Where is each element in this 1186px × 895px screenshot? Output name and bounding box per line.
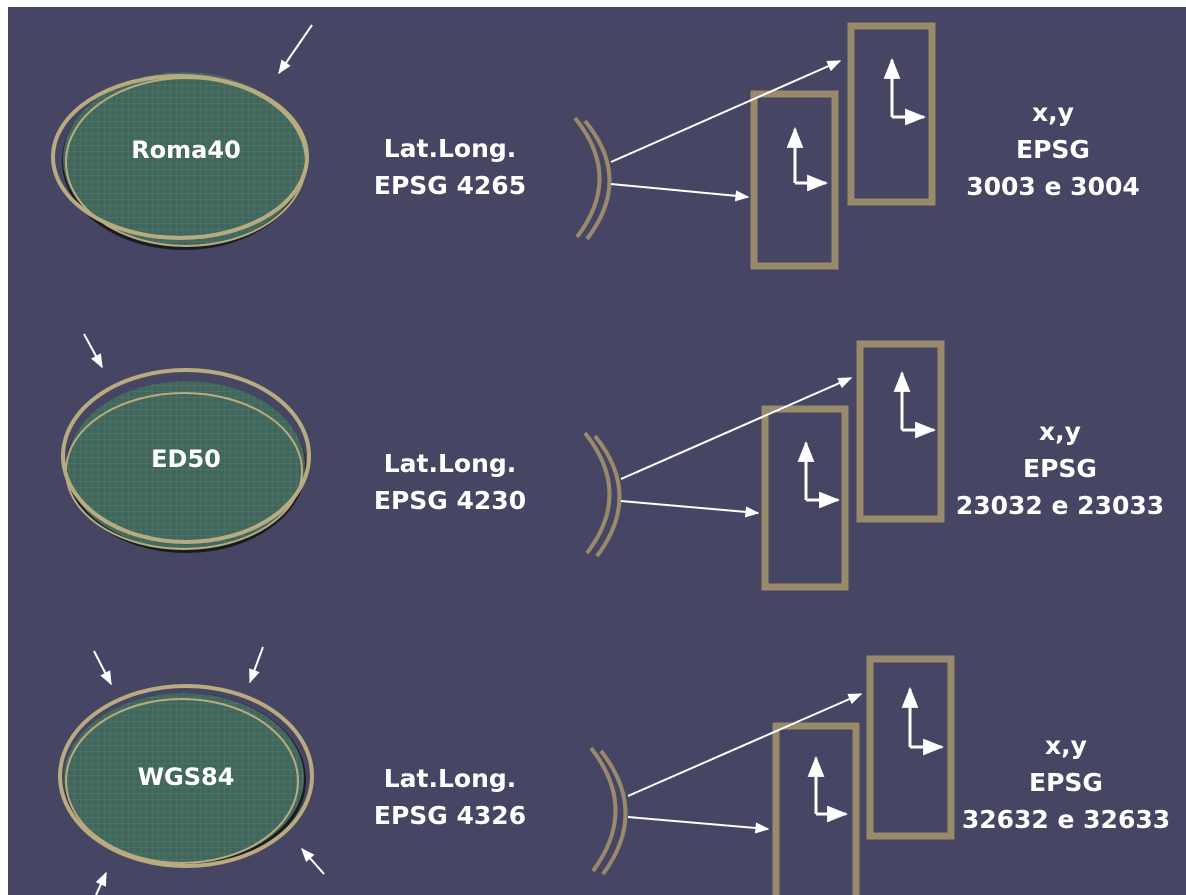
projected-line3: 3003 e 3004 bbox=[966, 172, 1140, 201]
geographic-crs-label: Lat.Long. EPSG 4265 bbox=[350, 130, 550, 204]
projected-line2: EPSG bbox=[1023, 454, 1097, 483]
ellipsoid-wgs84 bbox=[58, 684, 314, 868]
geographic-line2: EPSG 4265 bbox=[373, 171, 527, 200]
map-frame-front bbox=[847, 22, 936, 206]
ellipsoid-label: WGS84 bbox=[137, 763, 235, 791]
ellipsoid-ed50 bbox=[61, 368, 311, 553]
projection-arrow bbox=[627, 693, 863, 797]
axes-icon bbox=[883, 57, 927, 126]
axes-icon bbox=[797, 440, 841, 509]
slide: Roma40 Lat.Long. EPSG 4265 x,y EPSG 3003… bbox=[8, 7, 1186, 895]
geographic-line2: EPSG 4326 bbox=[373, 801, 527, 830]
projection-arrow bbox=[627, 816, 770, 834]
map-frame-back bbox=[772, 722, 860, 895]
ellipsoid-label: ED50 bbox=[151, 445, 221, 473]
geographic-crs-label: Lat.Long. EPSG 4326 bbox=[350, 760, 550, 834]
map-frame-front bbox=[866, 655, 955, 840]
map-frame-back bbox=[750, 90, 839, 270]
projected-line1: x,y bbox=[1032, 98, 1074, 127]
row-roma40 bbox=[51, 22, 936, 270]
map-frame-back bbox=[761, 405, 849, 591]
axes-icon bbox=[893, 370, 937, 439]
map-frame-front bbox=[856, 340, 945, 523]
ellipsoid-roma40 bbox=[51, 72, 309, 250]
projection-surface bbox=[573, 116, 612, 241]
projected-crs-label: x,y EPSG 32632 e 32633 bbox=[948, 727, 1184, 838]
projected-line3: 23032 e 23033 bbox=[955, 491, 1165, 520]
deviation-arrow bbox=[278, 24, 313, 75]
projection-arrow bbox=[610, 183, 750, 202]
diagram-canvas bbox=[51, 22, 955, 895]
projection-arrow bbox=[620, 377, 853, 480]
row-ed50 bbox=[61, 333, 945, 591]
deviation-arrow bbox=[249, 646, 264, 684]
deviation-arrow bbox=[93, 650, 112, 686]
projected-line2: EPSG bbox=[1029, 768, 1103, 797]
deviation-arrow bbox=[83, 333, 103, 369]
projected-line1: x,y bbox=[1039, 417, 1081, 446]
geographic-line1: Lat.Long. bbox=[383, 449, 517, 478]
projected-crs-label: x,y EPSG 3003 e 3004 bbox=[938, 94, 1168, 205]
geographic-line2: EPSG 4230 bbox=[373, 486, 527, 515]
geographic-crs-label: Lat.Long. EPSG 4230 bbox=[350, 445, 550, 519]
projection-arrow bbox=[610, 60, 842, 163]
geographic-line1: Lat.Long. bbox=[383, 134, 517, 163]
ellipsoid-label: Roma40 bbox=[131, 136, 241, 164]
axes-icon bbox=[901, 686, 945, 756]
row-wgs84 bbox=[58, 646, 955, 895]
axes-icon bbox=[807, 755, 849, 823]
projection-arrow bbox=[620, 500, 760, 518]
projected-line3: 32632 e 32633 bbox=[961, 805, 1171, 834]
geographic-line1: Lat.Long. bbox=[383, 764, 517, 793]
deviation-arrow bbox=[301, 847, 325, 875]
projected-line1: x,y bbox=[1045, 731, 1087, 760]
deviation-arrow bbox=[95, 871, 107, 895]
projection-surface bbox=[589, 746, 628, 876]
projected-crs-label: x,y EPSG 23032 e 23033 bbox=[940, 413, 1180, 524]
axes-icon bbox=[786, 126, 829, 192]
projected-line2: EPSG bbox=[1016, 135, 1090, 164]
projection-surface bbox=[583, 431, 622, 558]
